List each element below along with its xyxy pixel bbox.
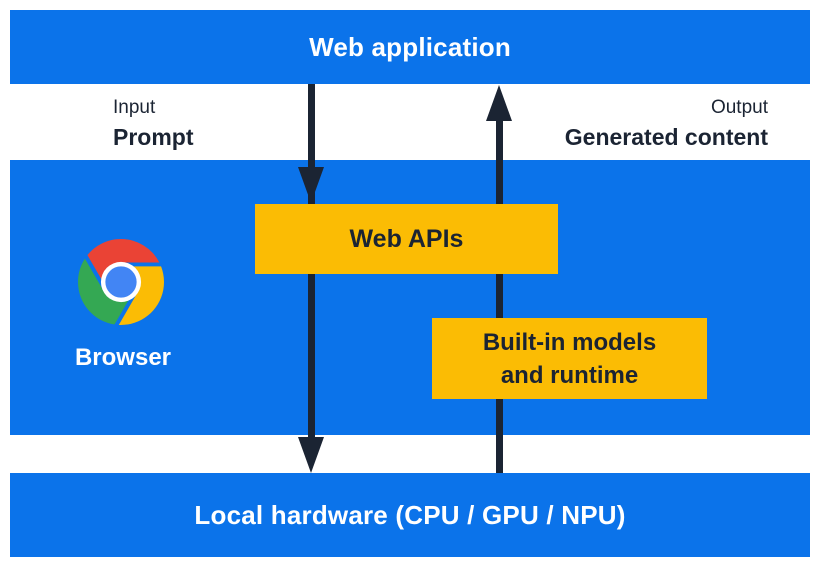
- web-application-label: Web application: [309, 31, 511, 62]
- generated-content-label: Generated content: [564, 124, 768, 150]
- builtin-models-box: Built-in models and runtime: [432, 318, 707, 399]
- local-hardware-label: Local hardware (CPU / GPU / NPU): [194, 499, 626, 530]
- down-arrowhead-upper-icon: [298, 167, 324, 203]
- local-hardware-bar: Local hardware (CPU / GPU / NPU): [10, 473, 810, 557]
- builtin-models-label-line1: Built-in models: [482, 328, 657, 356]
- web-apis-box: Web APIs: [255, 204, 558, 274]
- chrome-icon: [77, 239, 164, 325]
- prompt-label: Prompt: [113, 124, 194, 150]
- web-apis-label: Web APIs: [349, 224, 464, 253]
- content-up-arrow-line: [496, 114, 503, 473]
- input-label-group: Input Prompt: [113, 97, 194, 151]
- input-label: Input: [113, 97, 156, 118]
- up-arrowhead-icon: [486, 85, 512, 121]
- output-label-group: Output Generated content: [565, 97, 768, 151]
- output-label: Output: [710, 97, 768, 118]
- down-arrowhead-lower-icon: [298, 437, 324, 473]
- builtin-models-label-line2: and runtime: [500, 361, 639, 389]
- web-application-bar: Web application: [10, 10, 810, 84]
- browser-label: Browser: [74, 344, 172, 371]
